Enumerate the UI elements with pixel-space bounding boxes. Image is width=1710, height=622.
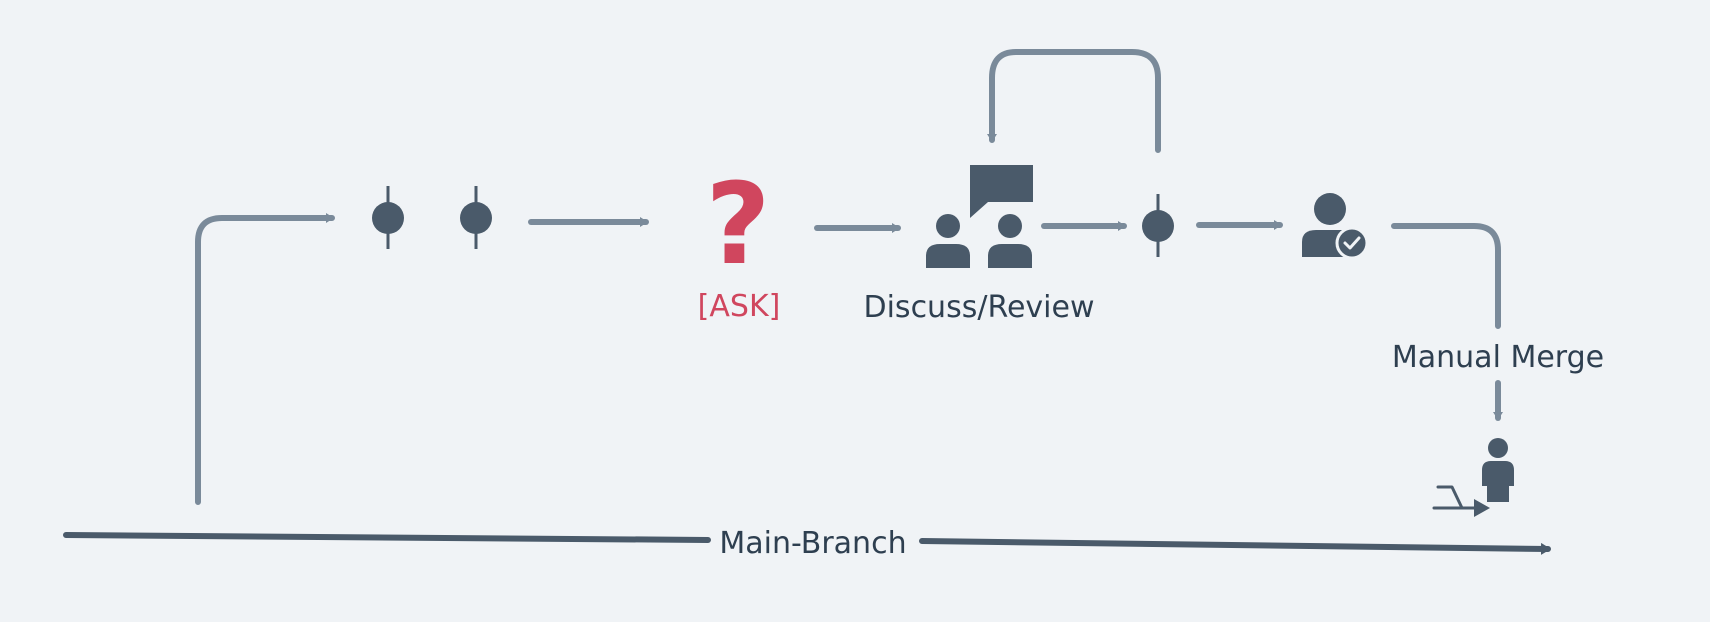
discuss-review-label: Discuss/Review bbox=[864, 290, 1095, 325]
commit-icon bbox=[460, 186, 492, 249]
user-approved-icon bbox=[1302, 193, 1369, 260]
merge-symbol-icon bbox=[1432, 485, 1490, 517]
manual-merge-label: Manual Merge bbox=[1392, 340, 1604, 375]
main-branch-label: Main-Branch bbox=[719, 526, 906, 561]
commit-icon bbox=[372, 186, 404, 249]
arrow-to-manual-merge bbox=[1391, 223, 1501, 329]
feedback-loop-arrow bbox=[987, 49, 1161, 153]
question-icon: ? bbox=[706, 160, 771, 290]
commit-icon bbox=[1142, 194, 1174, 257]
branch-off-arrow bbox=[195, 213, 335, 505]
ask-label: [ASK] bbox=[698, 289, 781, 324]
group-discussion-icon bbox=[926, 165, 1033, 268]
user-merge-icon bbox=[1482, 438, 1514, 502]
main-branch-line bbox=[63, 532, 1551, 555]
